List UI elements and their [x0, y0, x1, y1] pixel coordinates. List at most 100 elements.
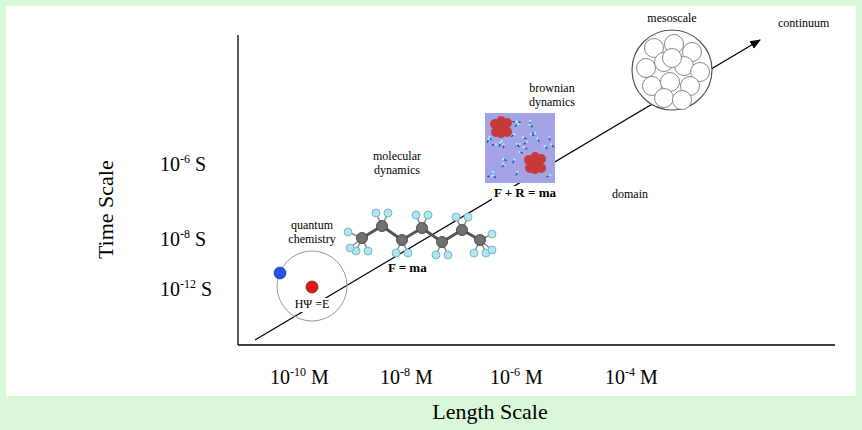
simulation-box: brownian dynamics	[485, 82, 585, 183]
grain-circle	[655, 89, 674, 108]
solvent-atom	[536, 137, 538, 139]
node-heading: brownian dynamics	[523, 82, 581, 110]
carbon-atom	[437, 237, 448, 248]
annotation: F = ma	[388, 261, 427, 276]
solute-particle	[524, 152, 546, 174]
particle-lobe	[531, 166, 539, 174]
solvent-atom	[501, 140, 503, 142]
solvent-atom	[548, 136, 550, 138]
particle-lobe	[531, 152, 539, 160]
solvent-atom	[515, 121, 517, 123]
axis-tick-label: 10-6 M	[490, 366, 543, 389]
grain-circle	[673, 91, 692, 110]
solvent-atom	[513, 158, 515, 160]
particle-lobe	[497, 116, 505, 124]
hydrogen-atom	[470, 249, 478, 257]
molecule-illustration	[344, 209, 496, 259]
annotation: domain	[612, 188, 648, 202]
hydrogen-atom	[488, 230, 496, 238]
hydrogen-atom	[444, 251, 452, 259]
nucleus-dot	[306, 281, 318, 293]
electron-dot	[274, 267, 286, 279]
circle-outline	[631, 29, 713, 111]
solvent-atom	[502, 162, 504, 164]
solvent-atom	[523, 146, 525, 148]
hydrogen-atom	[346, 244, 354, 252]
label-holder: molecular dynamics	[367, 150, 427, 178]
solvent-atom	[502, 143, 504, 145]
solvent-box	[485, 113, 555, 183]
axis-title: Time Scale	[92, 161, 117, 260]
white-panel	[6, 6, 856, 396]
label-holder: continuum	[778, 17, 829, 31]
solvent-atom	[517, 123, 519, 125]
hydrogen-atom	[412, 211, 420, 219]
hydrogen-atom	[344, 228, 352, 236]
solvent-atom	[519, 143, 521, 145]
label-holder: domain	[612, 188, 648, 202]
solvent-atom	[550, 143, 552, 145]
hydrogen-atom	[452, 213, 460, 221]
node-heading: quantum chemistry	[283, 219, 341, 247]
solvent-atom	[529, 120, 531, 122]
solvent-atom	[492, 174, 494, 176]
annotation: molecular dynamics	[367, 150, 427, 178]
label-holder: 10-4 M	[605, 366, 658, 389]
solvent-atom	[522, 136, 524, 138]
axis-tick-label: 10-6 S	[160, 153, 206, 176]
solvent-atom	[492, 171, 494, 173]
hydrogen-atom	[392, 249, 400, 257]
carbon-atom	[457, 225, 468, 236]
label-holder: Time Scale	[92, 161, 117, 260]
hydrogen-atom	[424, 211, 432, 219]
particle-lobe	[497, 130, 505, 138]
orbit-circle	[277, 251, 347, 321]
hydrogen-atom	[488, 246, 496, 254]
grain-circle	[637, 59, 656, 78]
solvent-atom	[518, 151, 520, 153]
axis-tick-label: 10-8 S	[160, 228, 206, 251]
solute-particle	[490, 116, 512, 138]
solvent-atom	[543, 145, 545, 147]
length-axis	[238, 344, 835, 345]
label-holder: 10-6 M	[490, 366, 543, 389]
axis-tick-label: 10-10 M	[270, 366, 329, 389]
formula: HΨ =E	[293, 298, 332, 312]
annotation: continuum	[778, 17, 829, 31]
time-axis	[237, 35, 238, 345]
carbon-atom	[377, 221, 388, 232]
solvent-atom	[487, 138, 489, 140]
axis-tick-label: 10-12 S	[160, 278, 212, 301]
domain-circle	[632, 30, 712, 110]
label-holder: 10-10 M	[270, 366, 329, 389]
scale-circle: mesoscale	[622, 12, 722, 111]
solvent-atom	[534, 132, 536, 134]
solvent-atom	[513, 133, 515, 135]
solvent-atom	[502, 158, 504, 160]
label-holder: 10-12 S	[160, 278, 212, 301]
hydrogen-atom	[432, 251, 440, 259]
formula-holder: HΨ =E	[293, 298, 332, 312]
carbon-atom	[475, 235, 486, 246]
solvent-atom	[549, 174, 551, 176]
hydrogen-atom	[372, 209, 380, 217]
label-holder: F = ma	[388, 261, 427, 276]
hydrogen-atom	[364, 247, 372, 255]
solvent-atom	[529, 124, 531, 126]
solvent-atom	[516, 171, 518, 173]
solvent-atom	[516, 121, 518, 123]
scale-circle: quantum chemistry HΨ =E	[262, 219, 362, 322]
label-holder: 10-6 S	[160, 153, 206, 176]
solvent-atom	[525, 141, 527, 143]
brownian-picture	[485, 113, 555, 183]
node-heading: mesoscale	[632, 12, 712, 26]
solvent-atom	[504, 164, 506, 166]
grain-circle	[663, 49, 682, 68]
axis-tick-label: 10-4 M	[605, 366, 658, 389]
solvent-atom	[495, 143, 497, 145]
carbon-atom	[417, 223, 428, 234]
carbon-atom	[357, 233, 368, 244]
annotation: F + R = ma	[492, 186, 558, 201]
